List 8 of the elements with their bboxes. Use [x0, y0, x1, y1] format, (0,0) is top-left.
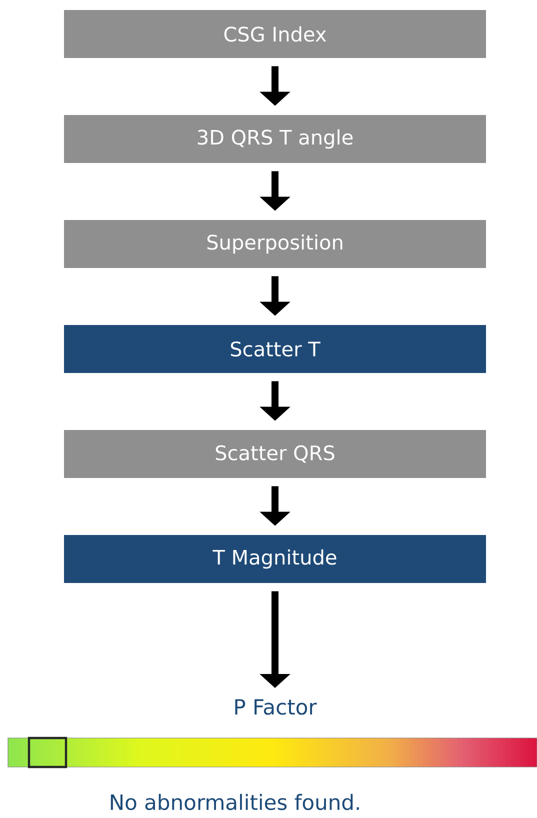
process-box: 3D QRS T angle	[64, 115, 486, 163]
process-box: Superposition	[64, 220, 486, 268]
process-box: CSG Index	[64, 10, 486, 58]
process-box: Scatter QRS	[64, 430, 486, 478]
result-title: P Factor	[235, 699, 317, 715]
status-text: No abnormalities found.	[110, 794, 359, 810]
process-box: Scatter T	[64, 325, 486, 373]
process-box: T Magnitude	[64, 535, 486, 583]
